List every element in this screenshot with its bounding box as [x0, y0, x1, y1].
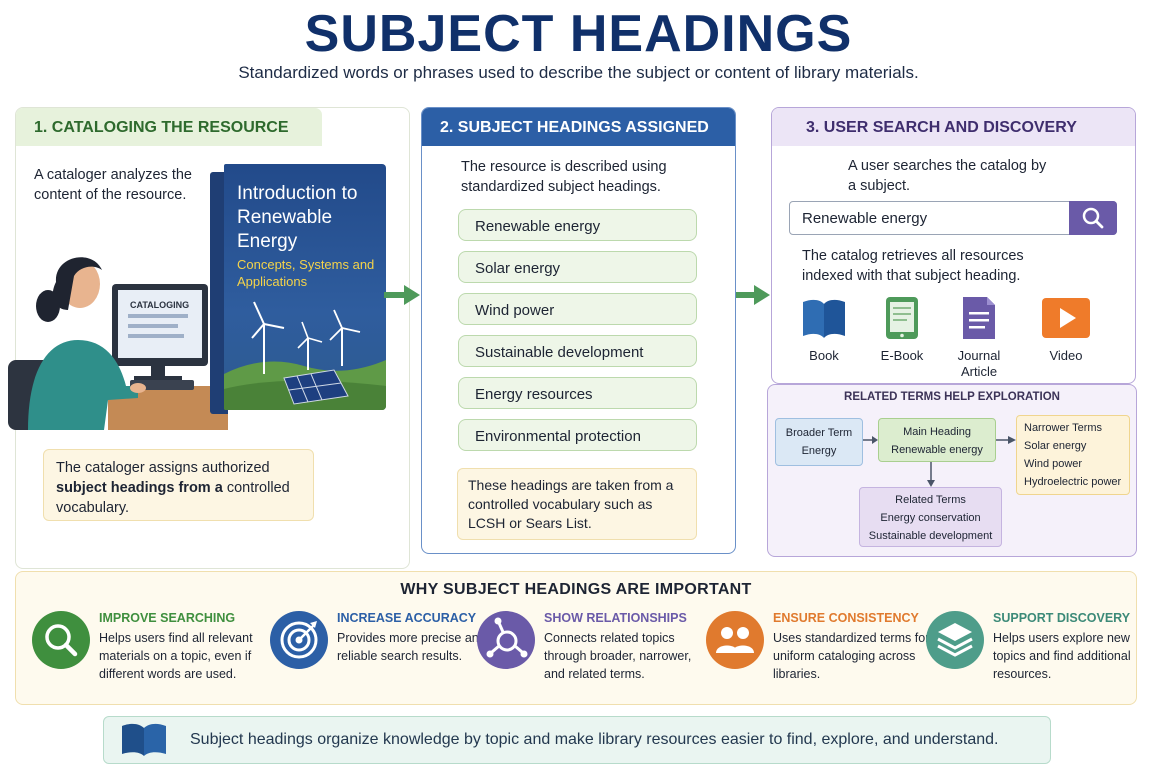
broader-term-label: Broader Term	[785, 427, 853, 439]
main-heading-label: Main Heading	[903, 426, 971, 438]
narrower-terms-label: Narrower Terms	[1024, 422, 1103, 434]
resource-video[interactable]: Video	[1036, 296, 1096, 364]
main-heading-box: Main Heading Renewable energy	[878, 418, 996, 462]
heading-pill[interactable]: Solar energy	[458, 251, 697, 283]
narrower-term: Hydroelectric power	[1024, 476, 1122, 488]
related-terms-box: Related Terms Energy conservation Sustai…	[859, 487, 1002, 547]
narrower-term: Solar energy	[1024, 440, 1087, 452]
book-title: Introduction to Renewable Energy	[237, 183, 358, 252]
why-desc: Helps users find all relevant materials …	[99, 631, 253, 681]
cataloging-note-part1: The cataloger assigns authorized	[56, 460, 270, 476]
why-heading: ENSURE CONSISTENCY	[773, 611, 919, 625]
footer-text: Subject headings organize knowledge by t…	[190, 731, 999, 748]
target-icon	[270, 611, 328, 669]
related-terms-label: Related Terms	[895, 494, 966, 506]
people-icon	[706, 611, 764, 669]
panel-headings-title: 2. SUBJECT HEADINGS ASSIGNED	[422, 108, 735, 146]
search-icon	[1082, 207, 1104, 229]
heading-pill[interactable]: Wind power	[458, 293, 697, 325]
resource-label: Journal Article	[957, 348, 1001, 379]
why-desc: Helps users explore new topics and find …	[993, 631, 1131, 681]
page-title: SUBJECT HEADINGS	[304, 5, 853, 63]
related-term: Sustainable development	[868, 530, 993, 542]
catalog-search-field[interactable]: Renewable energy	[789, 201, 1117, 235]
resource-label: Book	[809, 348, 839, 363]
screen-label: CATALOGING	[130, 300, 190, 310]
why-heading: IMPROVE SEARCHING	[99, 611, 236, 625]
panel-cataloging-title: 1. CATALOGING THE RESOURCE	[16, 108, 322, 146]
why-heading: SUPPORT DISCOVERY	[993, 611, 1131, 625]
why-desc: Connects related topics through broader,…	[544, 631, 692, 681]
book-spine	[210, 172, 228, 414]
heading-pill[interactable]: Environmental protection	[458, 419, 697, 451]
cataloger-illustration-icon	[8, 257, 228, 430]
heading-pill[interactable]: Sustainable development	[458, 335, 697, 367]
why-item: INCREASE ACCURACY Provides more precise …	[270, 610, 486, 700]
why-item: SUPPORT DISCOVERY Helps users explore ne…	[926, 610, 1141, 700]
layers-icon	[926, 611, 984, 669]
panel-user-search-title: 3. USER SEARCH AND DISCOVERY	[772, 108, 1135, 146]
resource-label: Video	[1049, 348, 1083, 363]
why-item: SHOW RELATIONSHIPS Connects related topi…	[477, 610, 692, 700]
book-subtitle: Concepts, Systems and Applications	[237, 257, 375, 289]
heading-pill[interactable]: Energy resources	[458, 377, 697, 409]
book-icon	[803, 299, 845, 338]
arrow-right-icon	[734, 285, 770, 305]
cataloging-note-bold: subject headings from a	[56, 480, 223, 496]
video-play-icon	[1042, 298, 1090, 338]
network-icon	[477, 611, 535, 669]
footer-banner	[103, 716, 1051, 764]
search-input[interactable]: Renewable energy	[802, 210, 928, 227]
wind-solar-icon	[224, 301, 386, 410]
open-book-icon	[122, 723, 166, 756]
book-front: Introduction to Renewable Energy Concept…	[224, 164, 386, 410]
related-terms-title: RELATED TERMS HELP EXPLORATION	[844, 391, 1060, 403]
why-heading: SHOW RELATIONSHIPS	[544, 611, 687, 625]
book-cover: Introduction to Renewable Energy Concept…	[210, 164, 386, 414]
resource-ebook[interactable]: E-Book	[872, 296, 932, 364]
why-desc: Uses standardized terms for uniform cata…	[773, 631, 930, 681]
journal-icon	[963, 297, 995, 339]
why-heading: INCREASE ACCURACY	[337, 611, 477, 625]
narrower-term: Wind power	[1024, 458, 1083, 470]
headings-note: These headings are taken from a controll…	[457, 468, 697, 540]
cataloging-note-part2: controlled vocabulary.	[56, 480, 290, 516]
search-button[interactable]	[1069, 201, 1117, 235]
search-result-text: The catalog retrieves all resources inde…	[802, 248, 1024, 284]
search-intro: A user searches the catalog by a subject…	[848, 158, 1047, 194]
resource-journal[interactable]: Journal Article	[949, 296, 1009, 380]
heading-pill[interactable]: Renewable energy	[458, 209, 697, 241]
why-item: IMPROVE SEARCHING Helps users find all r…	[32, 610, 253, 700]
cataloging-note: The cataloger assigns authorized subject…	[43, 449, 314, 521]
main-heading-value: Renewable energy	[891, 444, 983, 456]
arrow-right-icon	[384, 285, 420, 305]
why-title: WHY SUBJECT HEADINGS ARE IMPORTANT	[400, 581, 752, 598]
magnifier-icon	[32, 611, 90, 669]
resource-book[interactable]: Book	[794, 296, 854, 364]
page-subtitle: Standardized words or phrases used to de…	[238, 63, 919, 82]
narrower-terms-box: Narrower Terms Solar energy Wind power H…	[1016, 415, 1130, 495]
cataloging-intro: A cataloger analyzes the content of the …	[34, 167, 192, 203]
related-term: Energy conservation	[880, 512, 981, 524]
broader-term-value: Energy	[801, 445, 837, 457]
ebook-icon	[886, 297, 918, 339]
why-desc: Provides more precise and reliable searc…	[337, 631, 486, 663]
why-item: ENSURE CONSISTENCY Uses standardized ter…	[706, 610, 929, 700]
broader-term-box: Broader Term Energy	[775, 418, 863, 466]
headings-intro: The resource is described using standard…	[461, 159, 667, 195]
resource-label: E-Book	[880, 348, 924, 363]
relation-connectors	[863, 436, 1016, 487]
